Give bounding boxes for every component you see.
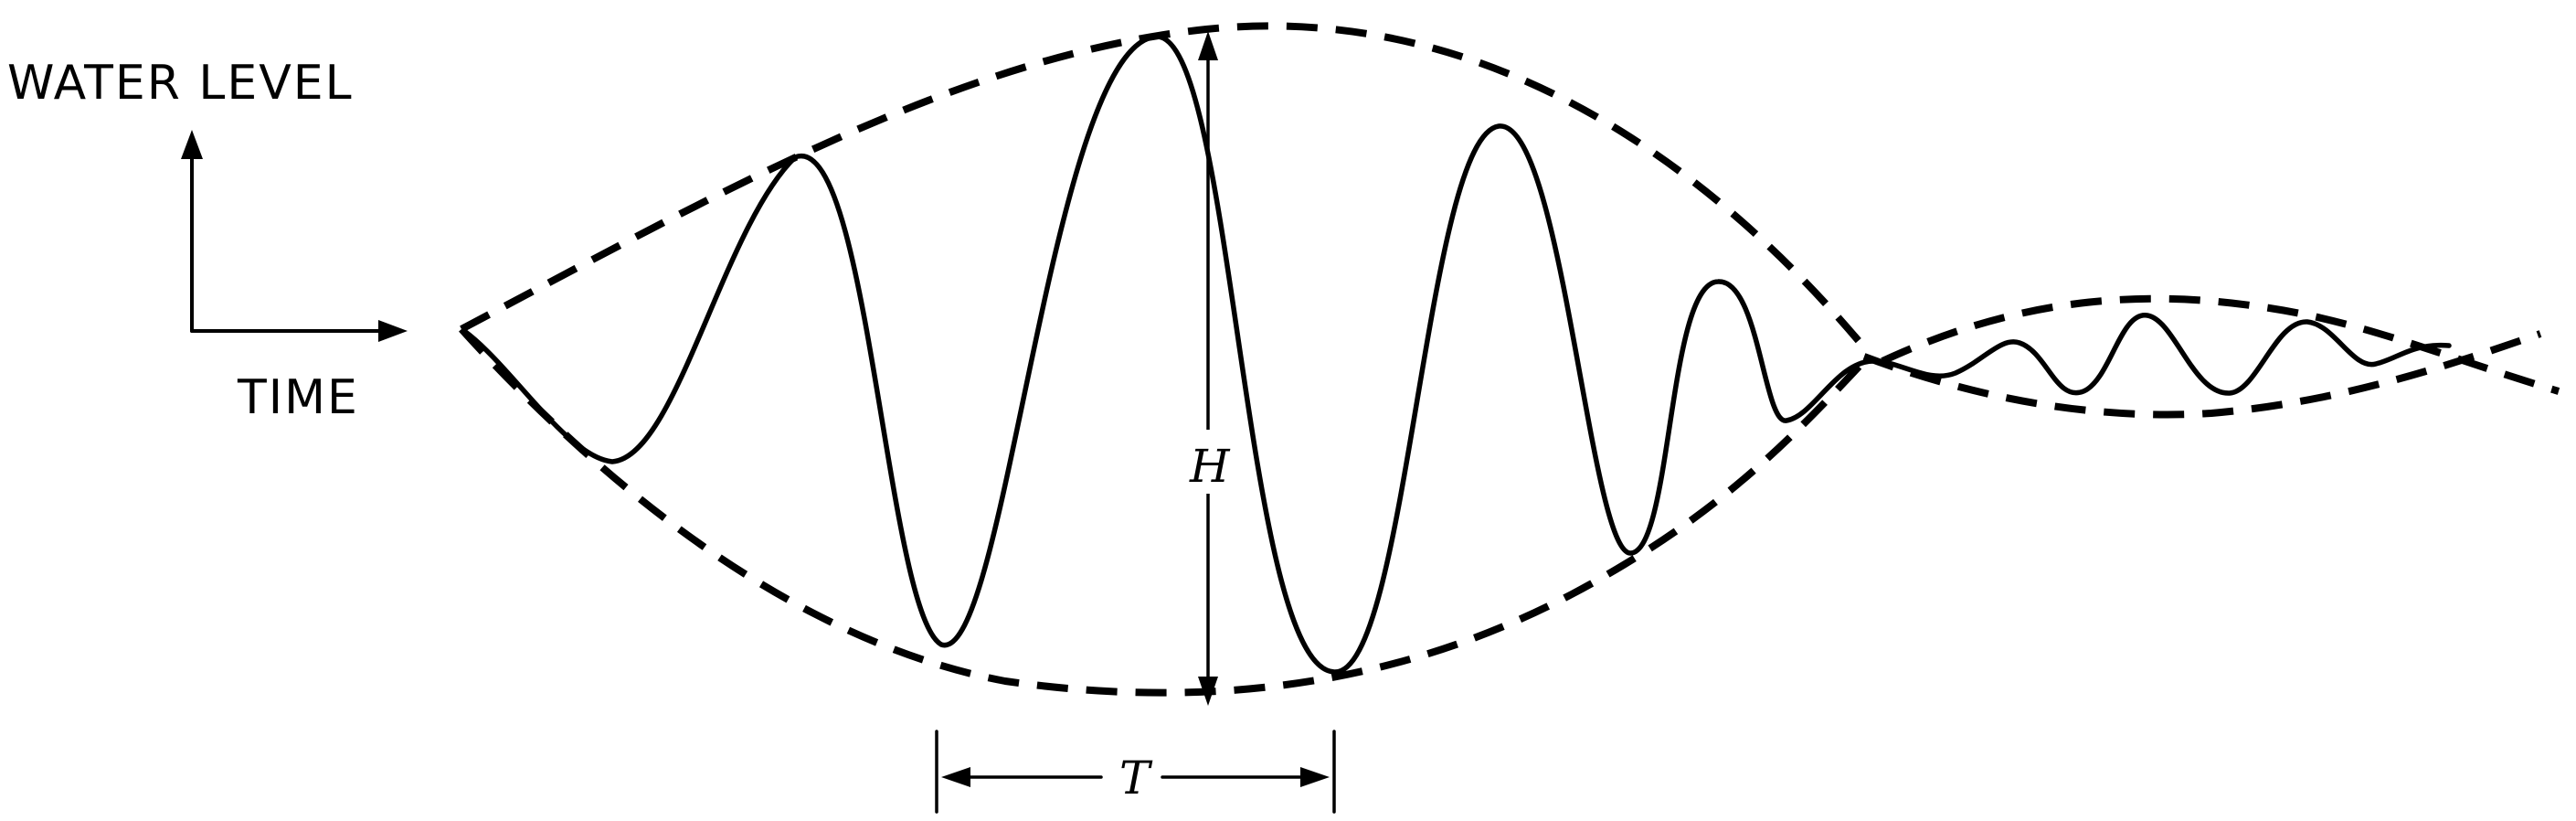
wave-height-bottom-arrow-icon (1198, 677, 1218, 706)
envelope-lower-secondary (1862, 330, 2542, 419)
envelope-lower-main (459, 326, 1867, 697)
water-level-axis-label: WATER LEVEL (7, 56, 354, 111)
water-level-arrow-icon (181, 130, 203, 159)
water-level-curve (461, 34, 2452, 675)
wave-height-label-gap (1179, 430, 1237, 494)
time-arrow-icon (378, 320, 408, 342)
wave-height-top-arrow-icon (1198, 31, 1218, 60)
axes-indicator (181, 130, 408, 342)
wave-height-label: H (1189, 440, 1231, 493)
wave-height-dimension: H (1179, 31, 1237, 706)
wave-period-dimension: T (935, 730, 1336, 814)
envelope-upper-secondary (1881, 294, 2560, 395)
envelope-upper-main (460, 22, 1868, 350)
period-left-arrow-icon (941, 767, 970, 787)
wave-period-label: T (1119, 752, 1153, 805)
time-axis-label: TIME (237, 370, 359, 425)
period-right-arrow-icon (1300, 767, 1330, 787)
